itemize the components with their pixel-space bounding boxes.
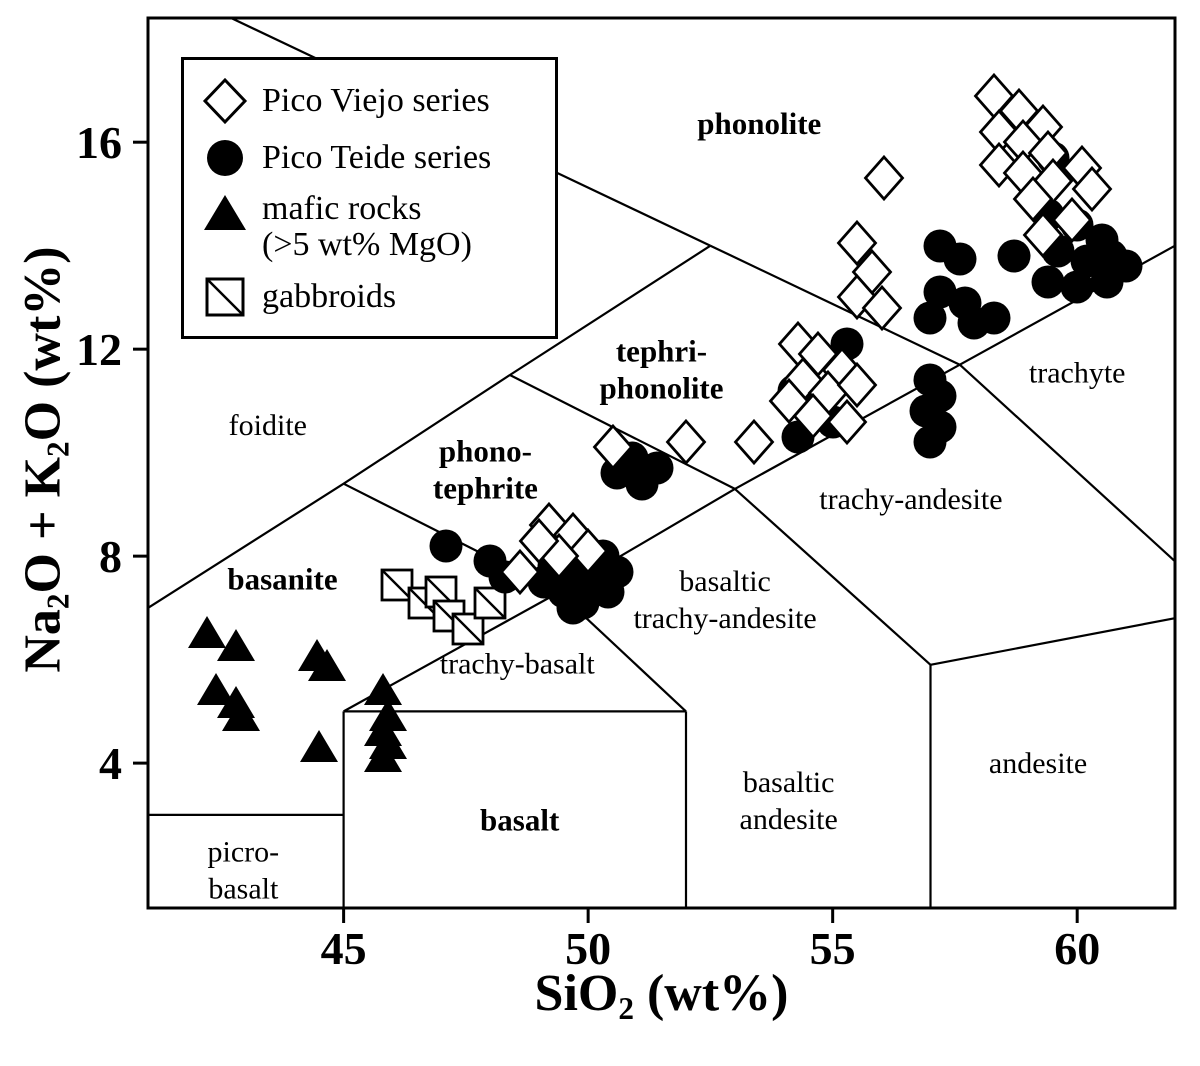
field-label: trachy-basalt [440,647,596,680]
x-tick-label: 50 [565,923,611,974]
field-label: foidite [229,409,307,442]
y-tick-label: 4 [99,738,122,789]
legend: Pico Viejo series Pico Teide series mafi… [181,57,558,339]
data-point [188,616,226,648]
open-diamond-icon [202,77,248,125]
legend-item-pico-teide: Pico Teide series [202,136,547,180]
field-boundary [509,374,736,490]
legend-item-pico-viejo: Pico Viejo series [202,77,547,125]
y-tick-label: 12 [76,324,122,375]
data-point [197,673,235,705]
data-point [380,568,414,602]
data-point [600,555,634,589]
plot-border [146,16,1177,910]
data-point [863,154,905,202]
x-tick-label: 45 [321,923,367,974]
text-run: Na [14,609,72,673]
data-point [592,423,634,471]
field-label: picro-basalt [208,836,280,906]
legend-item-gabbroids: gabbroids [202,275,547,319]
data-point [977,301,1011,335]
data-point [836,219,878,267]
field-boundary [709,244,961,366]
y-tick-label: 8 [99,531,122,582]
field-boundary [959,363,1176,563]
data-point [429,529,463,563]
data-point [1109,249,1143,283]
data-point [1051,196,1093,244]
data-point [1071,165,1113,213]
text-run: SiO [534,965,619,1022]
data-point [913,425,947,459]
text-run: O + K [14,456,72,594]
x-tick-label: 60 [1054,923,1100,974]
data-point [733,418,775,466]
field-boundary [930,617,1176,666]
data-point [300,730,338,762]
data-point [792,392,834,440]
field-label: phonolite [697,106,821,141]
data-point [308,649,346,681]
field-boundary [734,488,932,666]
data-point [451,612,485,646]
data-point [1022,211,1064,259]
data-point [1060,270,1094,304]
field-label: trachyte [1029,356,1126,389]
y-axis-title: Na2O + K2O (wt%) [14,160,76,760]
data-point [997,239,1031,273]
data-point [473,586,507,620]
filled-triangle-icon [204,194,246,230]
field-boundary [147,244,711,609]
data-point [518,517,560,565]
subscript: 2 [40,441,76,457]
legend-label: Pico Teide series [262,138,492,176]
data-point [625,467,659,501]
x-tick-label: 55 [810,923,856,974]
series-open-diamond [499,72,1113,596]
field-label: trachy-andesite [819,483,1002,516]
data-point [1031,265,1065,299]
field-label: phono-tephrite [433,434,538,506]
data-point [567,527,609,575]
data-point [836,361,878,409]
data-point [556,591,590,625]
data-point [913,301,947,335]
legend-label-line1: mafic rocks [262,189,422,227]
series-square-diagonal [380,568,507,646]
data-point [364,740,402,772]
field-label: tephri-phonolite [599,333,723,405]
data-point [943,242,977,276]
square-diagonal-icon [205,277,245,317]
data-point [499,548,541,596]
field-label: andesite [989,747,1087,780]
data-point [826,398,868,446]
field-label: basanite [227,561,337,596]
x-axis-title: SiO2 (wt%) [148,964,1175,1026]
data-point [1012,175,1054,223]
legend-label: Pico Viejo series [262,81,490,119]
data-point [665,418,707,466]
data-point [222,699,260,731]
data-point [861,284,903,332]
data-point [364,673,402,705]
field-label: basalt [480,803,560,838]
text-run: (wt%) [633,965,789,1022]
legend-item-mafic-rocks: mafic rocks (>5 wt% MgO) [202,189,547,264]
legend-label-line2: (>5 wt% MgO) [262,226,472,264]
text-run: O (wt%) [14,246,72,442]
y-tick-label: 16 [76,117,122,168]
subscript: 2 [40,593,76,610]
filled-circle-icon [207,139,243,176]
subscript: 2 [618,990,634,1026]
legend-label: mafic rocks (>5 wt% MgO) [262,189,472,264]
legend-label: gabbroids [262,278,397,316]
data-point [923,275,957,309]
data-point [217,629,255,661]
series-filled-triangle [188,616,407,772]
